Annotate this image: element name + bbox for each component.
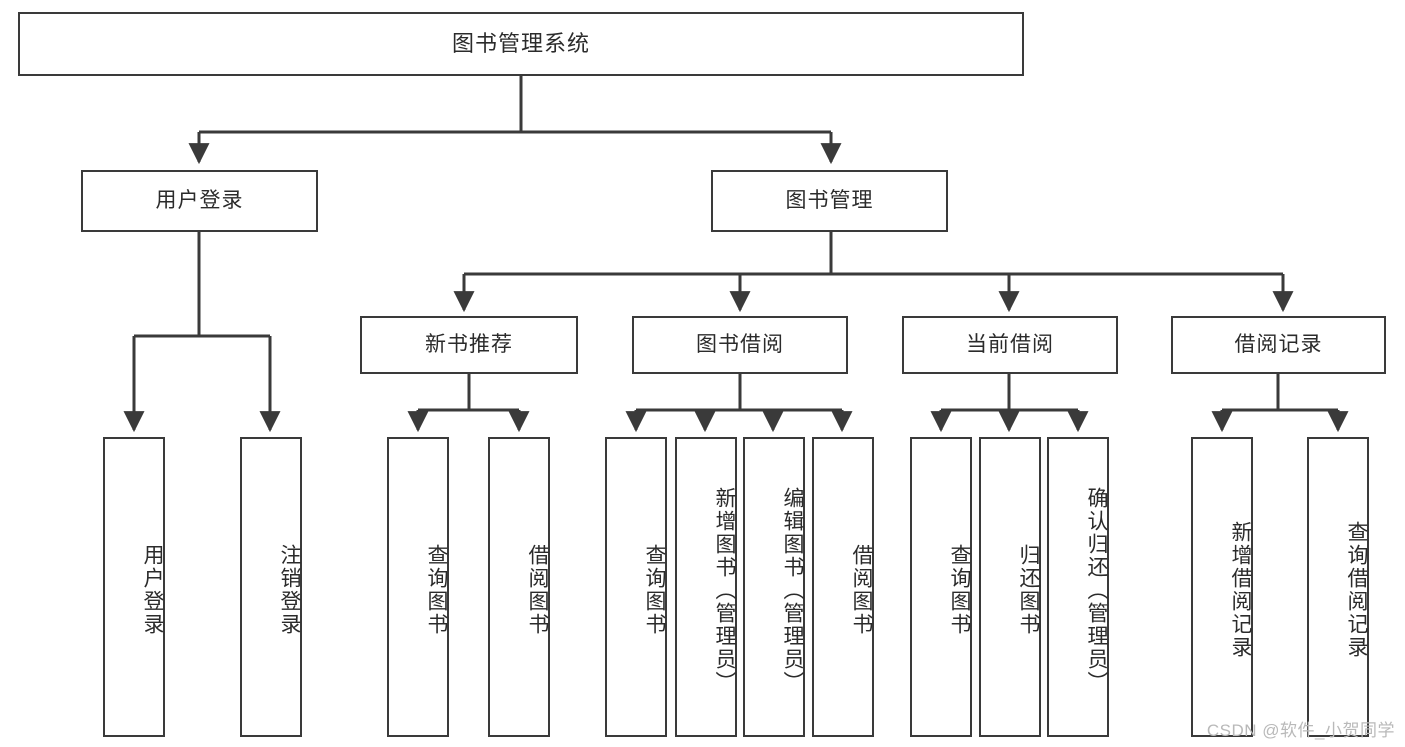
node-borrow-record[interactable]: 借阅记录 — [1171, 316, 1386, 374]
leaf-logout-login[interactable]: 注销登录 — [240, 437, 302, 737]
leaf-add-book[interactable]: 新增图书（管理员） — [675, 437, 737, 737]
leaf-return-book[interactable]: 归还图书 — [979, 437, 1041, 737]
node-label: 注销登录 — [278, 544, 301, 636]
node-label: 编辑图书（管理员） — [781, 486, 804, 694]
node-new-book-recommend[interactable]: 新书推荐 — [360, 316, 578, 374]
node-label: 新增借阅记录 — [1229, 521, 1252, 659]
node-label: 图书管理系统 — [451, 30, 590, 56]
node-label: 图书管理 — [785, 189, 874, 213]
node-label: 用户登录 — [141, 544, 164, 636]
node-label: 确认归还（管理员） — [1085, 486, 1108, 694]
leaf-query-book-current[interactable]: 查询图书 — [910, 437, 972, 737]
node-label: 用户登录 — [155, 189, 244, 213]
leaf-add-borrow-record[interactable]: 新增借阅记录 — [1191, 437, 1253, 737]
node-label: 借阅图书 — [850, 544, 873, 636]
leaf-borrow-book[interactable]: 借阅图书 — [812, 437, 874, 737]
node-label: 查询图书 — [643, 544, 666, 636]
node-label: 查询图书 — [948, 544, 971, 636]
leaf-edit-book[interactable]: 编辑图书（管理员） — [743, 437, 805, 737]
node-book-manage[interactable]: 图书管理 — [711, 170, 948, 232]
node-root-system[interactable]: 图书管理系统 — [18, 12, 1024, 76]
leaf-query-borrow-record[interactable]: 查询借阅记录 — [1307, 437, 1369, 737]
node-label: 借阅记录 — [1234, 333, 1323, 357]
node-label: 新书推荐 — [425, 333, 513, 357]
node-label: 新增图书（管理员） — [713, 486, 736, 694]
leaf-query-book-borrow[interactable]: 查询图书 — [605, 437, 667, 737]
node-label: 借阅图书 — [526, 544, 549, 636]
csdn-watermark: CSDN @软件_小贺同学 — [1206, 721, 1395, 740]
node-label: 归还图书 — [1017, 544, 1040, 636]
node-label: 当前借阅 — [966, 333, 1054, 357]
leaf-borrow-book-recommend[interactable]: 借阅图书 — [488, 437, 550, 737]
leaf-user-login[interactable]: 用户登录 — [103, 437, 165, 737]
node-user-login[interactable]: 用户登录 — [81, 170, 318, 232]
leaf-confirm-return[interactable]: 确认归还（管理员） — [1047, 437, 1109, 737]
leaf-query-book-recommend[interactable]: 查询图书 — [387, 437, 449, 737]
node-label: 查询借阅记录 — [1345, 521, 1368, 659]
node-book-borrow[interactable]: 图书借阅 — [632, 316, 848, 374]
node-label: 图书借阅 — [696, 333, 784, 357]
node-current-borrow[interactable]: 当前借阅 — [902, 316, 1118, 374]
node-label: 查询图书 — [425, 544, 448, 636]
